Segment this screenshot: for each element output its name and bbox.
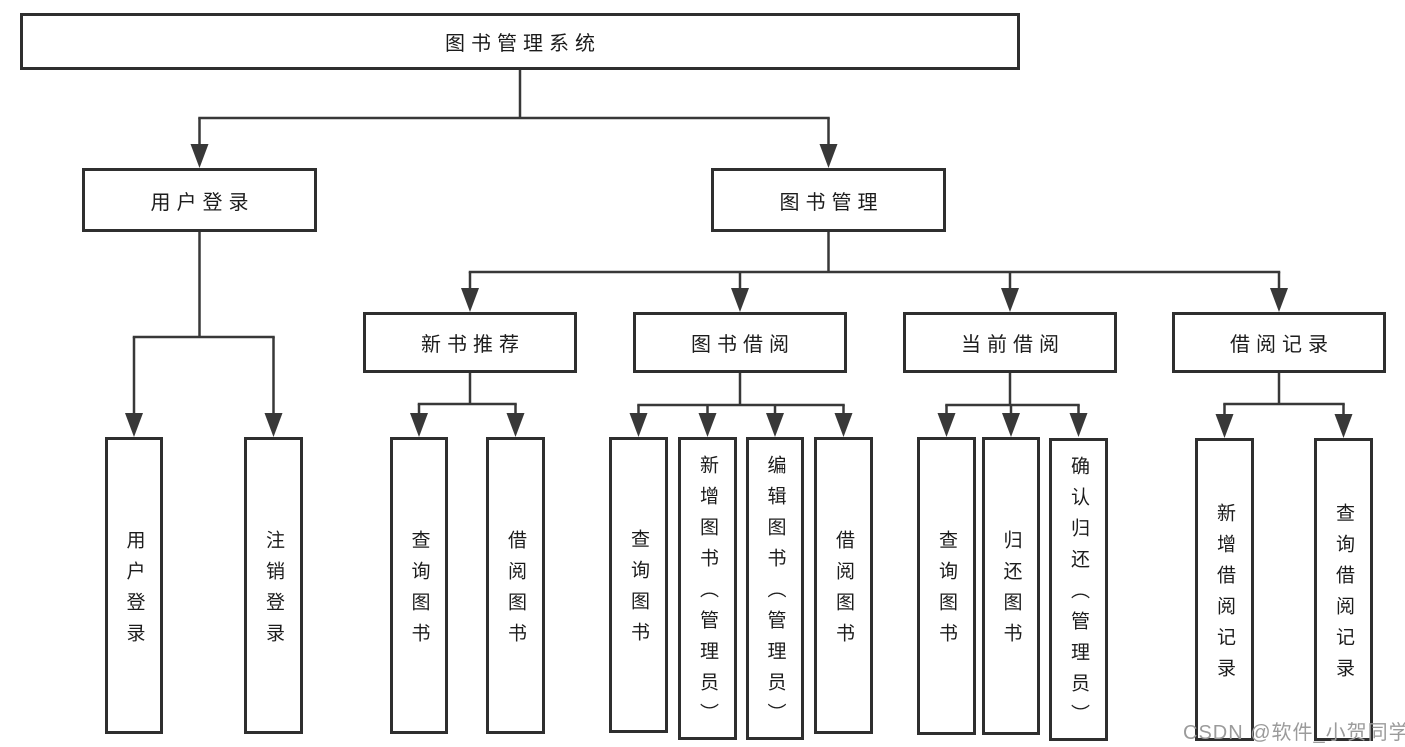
edge-3-arrowhead-0 [410, 413, 428, 437]
edge-6-arrowhead-1 [1334, 414, 1353, 438]
edge-5-arrowhead-0 [937, 413, 956, 437]
node-bb-borrow-book: 借阅图书 [814, 437, 873, 734]
edge-2-arrowhead-1 [731, 288, 749, 312]
edge-0-arrowhead-1 [819, 144, 838, 168]
node-br-query-record: 查询借阅记录 [1314, 438, 1373, 741]
node-label-br-add-record: 新增借阅记录 [1214, 502, 1235, 689]
node-label-bb-query-book: 查询图书 [628, 529, 649, 653]
node-label-cb-query-book: 查询图书 [936, 530, 957, 654]
node-book-mgmt: 图书管理 [711, 168, 946, 232]
node-label-borrow-record: 借阅记录 [1230, 334, 1334, 356]
edge-2-arrowhead-3 [1270, 288, 1288, 312]
node-label-bb-edit-book: 编辑图书（管理员） [764, 455, 786, 734]
node-cb-confirm-return: 确认归还（管理员） [1049, 438, 1108, 741]
node-label-root: 图书管理系统 [445, 33, 601, 55]
node-root: 图书管理系统 [20, 13, 1020, 70]
node-label-br-query-record: 查询借阅记录 [1333, 502, 1354, 689]
node-label-ul-user-login: 用户登录 [123, 529, 145, 654]
node-current-borrow: 当前借阅 [903, 312, 1117, 373]
edge-2-arrowhead-0 [461, 288, 479, 312]
edge-4-arrowhead-2 [766, 413, 784, 437]
node-book-borrow: 图书借阅 [633, 312, 847, 373]
node-new-book-rec: 新书推荐 [363, 312, 577, 373]
node-label-current-borrow: 当前借阅 [961, 334, 1065, 356]
node-br-add-record: 新增借阅记录 [1195, 438, 1254, 741]
node-label-user-login: 用户登录 [150, 191, 255, 214]
node-nbr-borrow-book: 借阅图书 [486, 437, 545, 734]
edge-1-arrowhead-1 [264, 413, 283, 437]
watermark: CSDN @软件_小贺同学 [1183, 722, 1405, 744]
node-bb-add-book: 新增图书（管理员） [678, 437, 737, 740]
edge-1-arrowhead-0 [125, 413, 143, 437]
edge-5-arrowhead-2 [1069, 413, 1088, 437]
node-label-nbr-query-book: 查询图书 [408, 529, 430, 654]
edge-4-arrowhead-0 [629, 413, 648, 437]
node-label-ul-logout: 注销登录 [263, 529, 284, 654]
node-label-book-borrow: 图书借阅 [691, 334, 795, 356]
edge-2-arrowhead-2 [1001, 288, 1019, 312]
edge-4-arrowhead-1 [698, 413, 717, 437]
node-ul-user-login: 用户登录 [105, 437, 163, 734]
node-label-bb-borrow-book: 借阅图书 [833, 529, 854, 654]
node-label-bb-add-book: 新增图书（管理员） [697, 455, 718, 734]
node-label-book-mgmt: 图书管理 [779, 191, 884, 214]
node-label-nbr-borrow-book: 借阅图书 [505, 529, 526, 654]
edge-6-arrowhead-0 [1215, 414, 1234, 438]
node-ul-logout: 注销登录 [244, 437, 303, 734]
edge-4-arrowhead-3 [834, 413, 853, 437]
edge-5-arrowhead-1 [1002, 413, 1020, 437]
node-label-new-book-rec: 新书推荐 [421, 334, 525, 356]
node-nbr-query-book: 查询图书 [390, 437, 448, 734]
node-label-cb-return-book: 归还图书 [1000, 530, 1022, 654]
node-borrow-record: 借阅记录 [1172, 312, 1386, 373]
node-cb-query-book: 查询图书 [917, 437, 976, 735]
node-cb-return-book: 归还图书 [982, 437, 1040, 735]
node-label-cb-confirm-return: 确认归还（管理员） [1068, 456, 1089, 735]
node-user-login: 用户登录 [82, 168, 317, 232]
node-bb-edit-book: 编辑图书（管理员） [746, 437, 804, 740]
edge-3-arrowhead-1 [506, 413, 525, 437]
edge-0-arrowhead-0 [190, 144, 209, 168]
node-bb-query-book: 查询图书 [609, 437, 668, 733]
